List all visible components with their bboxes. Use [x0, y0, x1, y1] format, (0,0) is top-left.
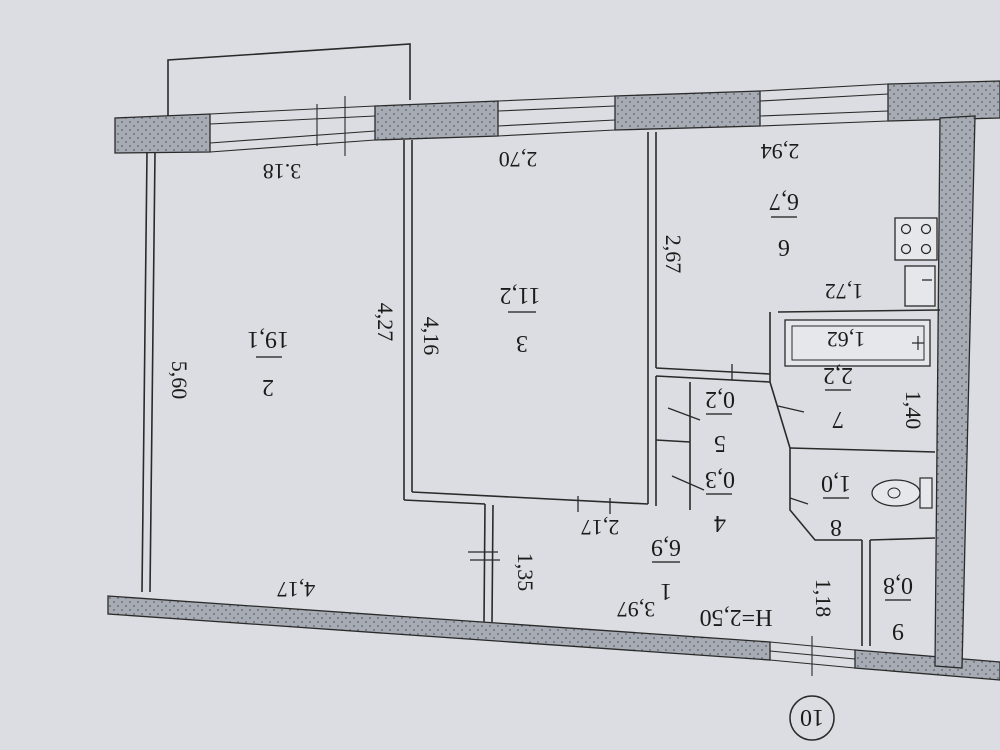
dim-room2-bottom: 4,17 [277, 577, 316, 602]
room-6-area: 6,7 [769, 188, 799, 214]
page-number: 10 [800, 704, 824, 730]
room-3-number: 3 [516, 330, 528, 356]
dim-bath-length: 1,62 [827, 327, 866, 352]
dim-hall-top: 2,17 [581, 515, 620, 540]
page-number-circle [789, 695, 835, 741]
room-9-number: 9 [892, 618, 904, 644]
dim-room7-width: 1,40 [901, 391, 926, 430]
stove-icon [894, 217, 938, 261]
dim-room2-top: 3.18 [263, 159, 302, 184]
room-8-number: 8 [830, 514, 842, 540]
sink-icon [904, 265, 936, 307]
room-3-area: 11,2 [499, 282, 540, 308]
room-5-number: 5 [714, 430, 726, 456]
dim-room3-left: 4,16 [419, 317, 444, 356]
dim-hall-bottom: 3,97 [617, 597, 656, 622]
dim-room2-left: 5,60 [167, 361, 192, 400]
dim-room6-top: 2,94 [761, 139, 800, 164]
room-6-number: 6 [778, 234, 790, 260]
room-1-area: 6,9 [651, 534, 681, 560]
ceiling-height-label: H=2,50 [700, 604, 773, 630]
dim-room6-side: 2,67 [661, 235, 686, 274]
interior-wall-right [934, 115, 976, 669]
bathtub-icon [784, 319, 931, 367]
room-4-area: 0,3 [705, 466, 735, 492]
toilet-icon [871, 477, 933, 509]
room-9-area: 0,8 [883, 572, 913, 598]
room-8-area: 1,0 [821, 470, 851, 496]
room-4-number: 4 [714, 510, 726, 536]
room-7-number: 7 [832, 406, 844, 432]
room-5-area: 0,2 [705, 386, 735, 412]
dim-room6-bottom: 1,72 [825, 279, 864, 304]
door-marks [468, 364, 809, 561]
dim-room3-top: 2,70 [499, 147, 538, 172]
interior-walls [141, 132, 941, 646]
dim-hall-left: 1,35 [513, 553, 538, 592]
dim-hall-right: 1,18 [811, 579, 836, 618]
room-2-number: 2 [262, 374, 274, 400]
exterior-wall-top [114, 80, 1000, 156]
balcony-outline [167, 43, 411, 118]
exterior-wall-bottom [107, 595, 1000, 681]
room-1-number: 1 [660, 578, 672, 604]
room-7-area: 2,2 [823, 362, 853, 388]
room-2-area: 19,1 [247, 326, 289, 352]
dim-room2-right: 4,27 [373, 303, 398, 342]
